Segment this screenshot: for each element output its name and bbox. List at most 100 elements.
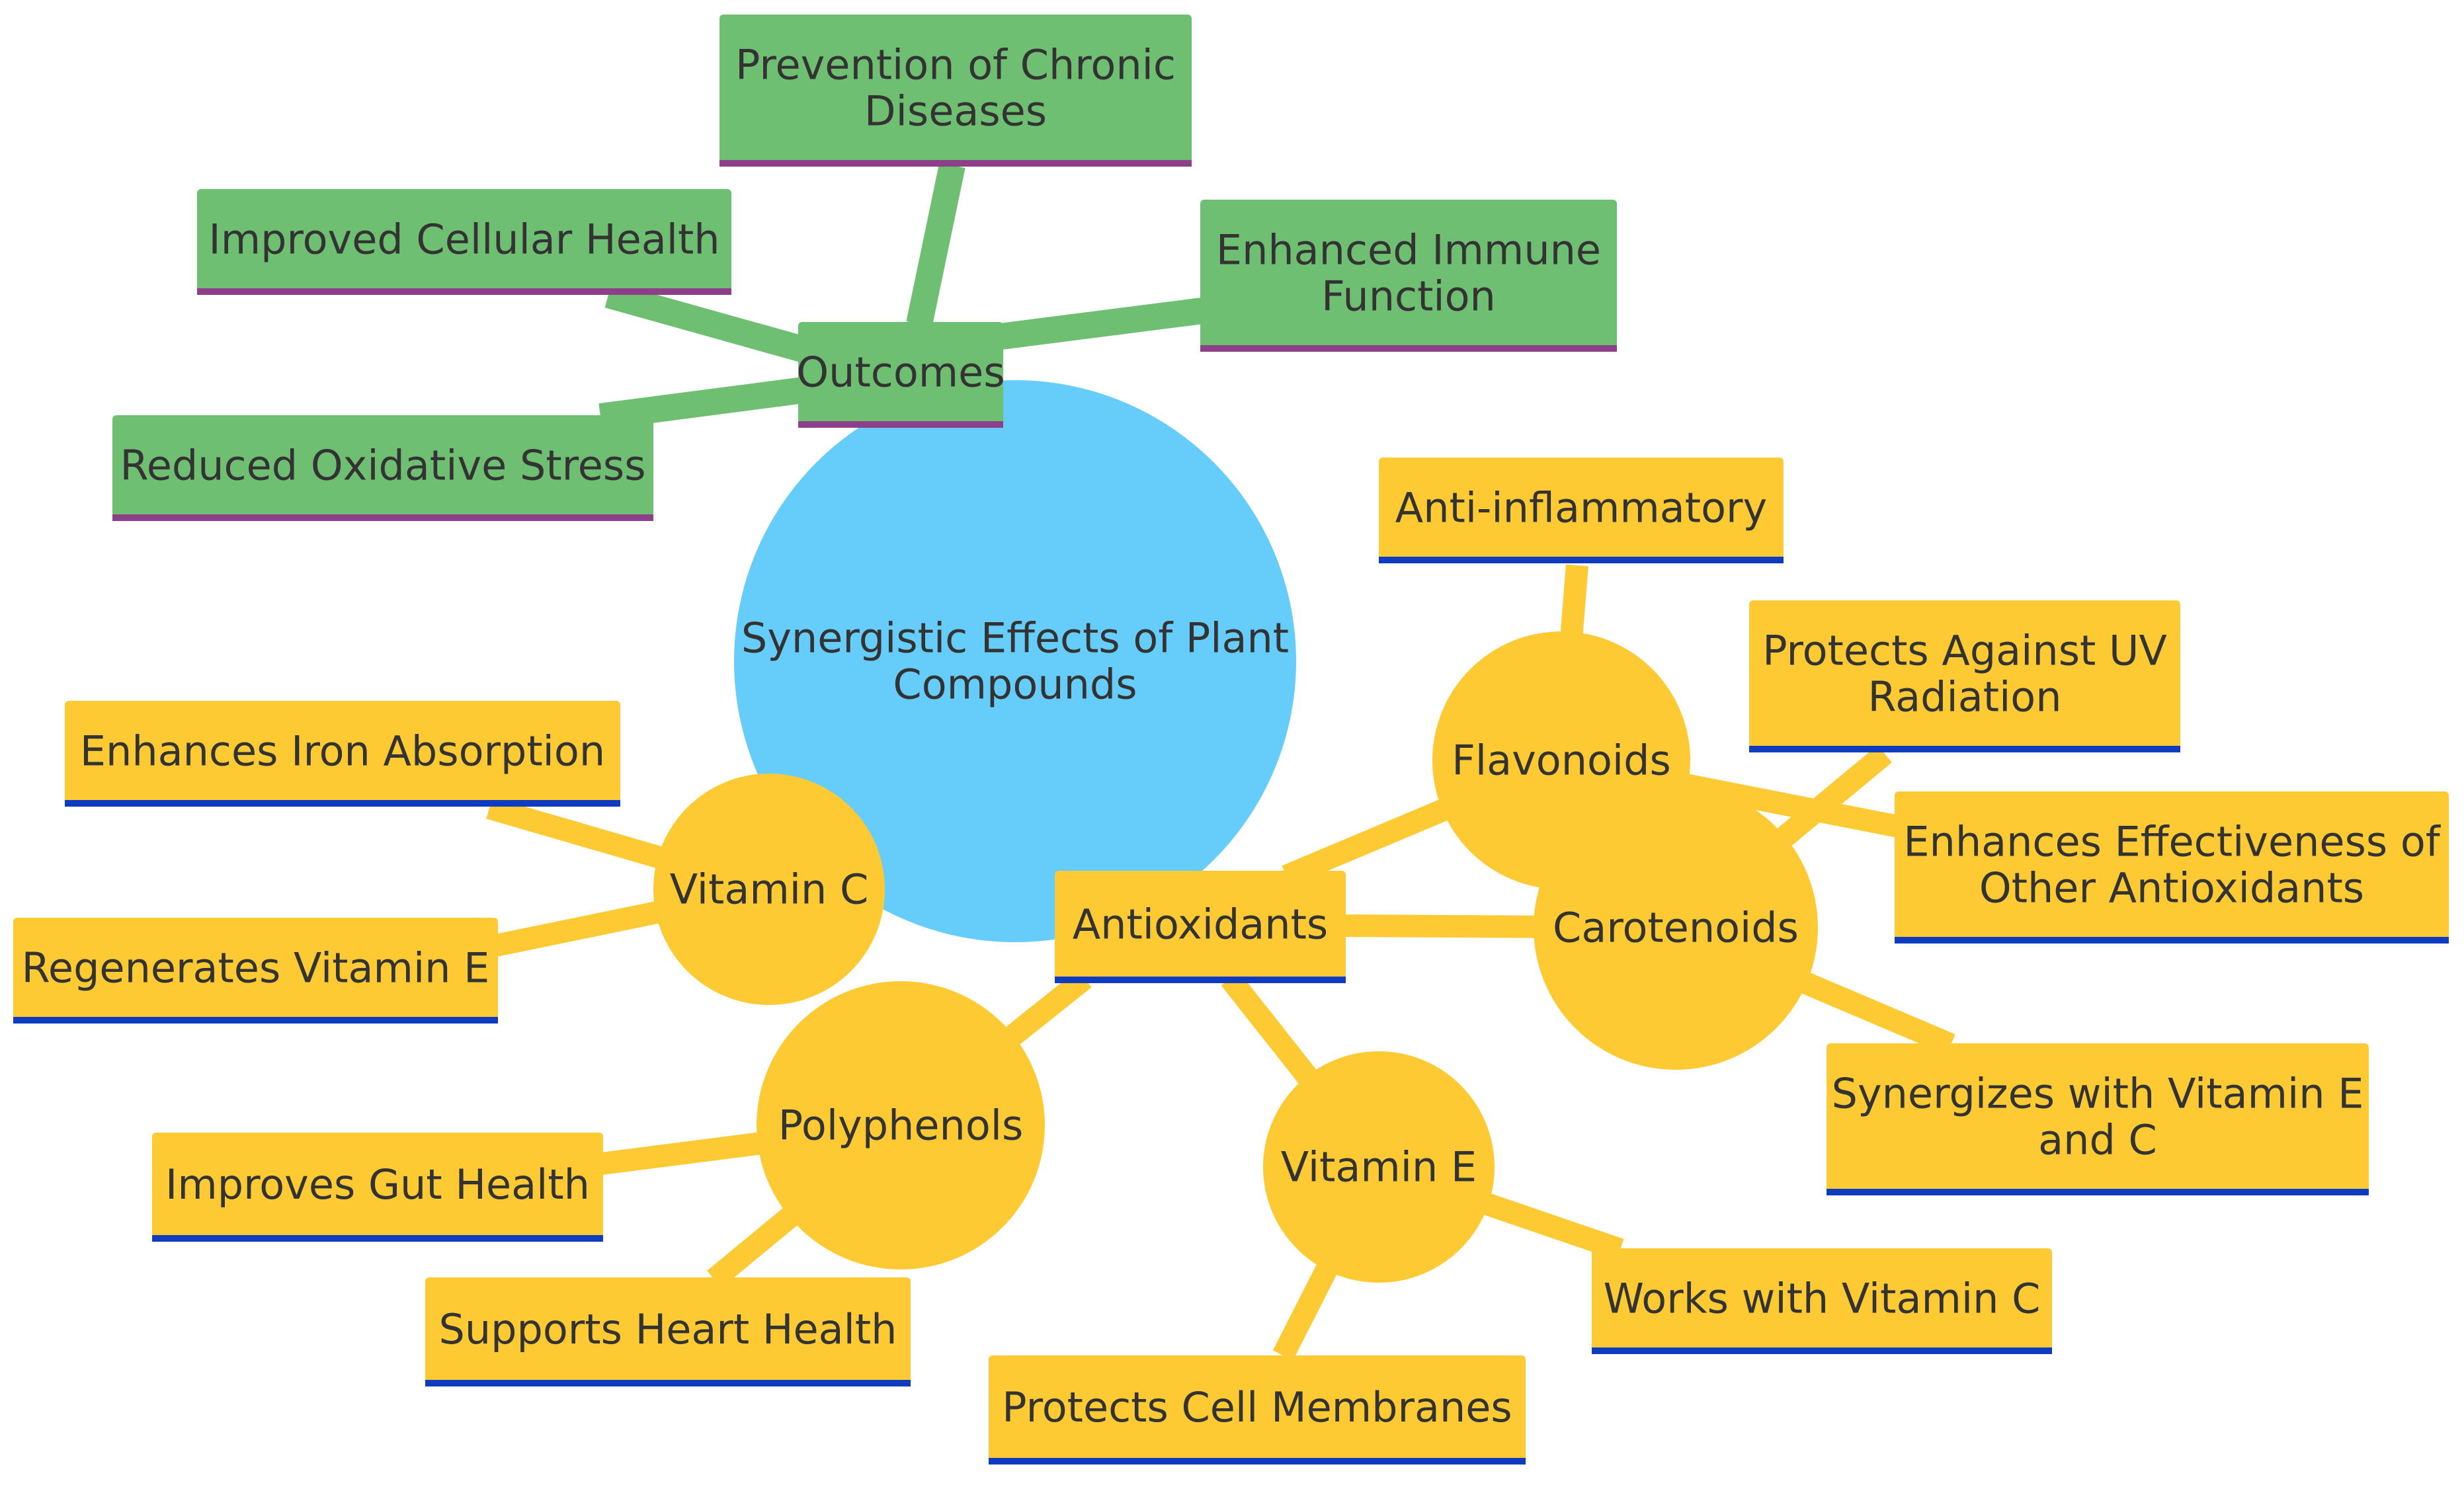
leaf-protects-cell-membranes[interactable]: Protects Cell Membranes [989,1355,1526,1465]
leaf-synergizes-with-vitamin-e-and-c-shape [1827,1043,2369,1195]
antioxidants-node[interactable]: Antioxidants [1055,871,1346,983]
subtopic-carotenoids-shape [1534,785,1818,1070]
subtopic-vitamin-e-shape [1263,1051,1495,1283]
leaf-supports-heart-health-underline [425,1380,911,1386]
leaf-works-with-vitamin-c-underline [1592,1347,2052,1354]
outcome-edge [993,298,1204,350]
leaf-regenerates-vitamin-e-shape [13,918,498,1023]
leaf-synergizes-with-vitamin-e-and-c-label-line: Synergizes with Vitamin E [1832,1070,2364,1118]
subtopic-flavonoids-label: Flavonoids [1452,737,1671,785]
root-node-label-line: Synergistic Effects of Plant [741,614,1289,662]
leaf-synergizes-with-vitamin-e-and-c-underline [1827,1189,2369,1195]
leaf-enhances-iron-absorption-shape [65,701,620,807]
outcome-reduced-oxidative-stress-label: Reduced Oxidative Stress [120,442,645,490]
subtopic-vitamin-e-label: Vitamin E [1281,1143,1477,1191]
leaf-protects-against-uv-radiation-label-line: Radiation [1868,673,2061,721]
subtopic-vitamin-c[interactable]: Vitamin C [653,774,885,1005]
leaf-enhances-effectiveness-of-other-antioxidants-shape [1895,791,2449,943]
subtopic-vitamin-e[interactable]: Vitamin E [1263,1051,1495,1283]
outcome-improved-cellular-health-shape [197,189,731,295]
subtopic-vitamin-c-shape [653,774,885,1005]
subtopic-polyphenols[interactable]: Polyphenols [757,981,1045,1269]
outcome-prevention-of-chronic-diseases-shape [719,15,1192,167]
leaf-regenerates-vitamin-e-label: Regenerates Vitamin E [22,944,490,992]
leaf-enhances-effectiveness-of-other-antioxidants-label-line: Enhances Effectiveness of [1903,818,2441,866]
outcome-edge [598,377,805,430]
leaf-protects-cell-membranes-shape [989,1355,1526,1465]
subtopic-vitamin-c-label-line: Vitamin C [670,865,869,914]
leaf-regenerates-vitamin-e-label-line: Regenerates Vitamin E [22,944,490,992]
leaf-protects-against-uv-radiation-label-line: Protects Against UV [1762,627,2167,675]
subtopic-carotenoids[interactable]: Carotenoids [1534,785,1818,1070]
leaf-supports-heart-health-shape [425,1277,911,1386]
outcomes-node-underline [798,421,1003,428]
outcomes-node-label: Outcomes [796,348,1005,397]
leaf-synergizes-with-vitamin-e-and-c-label-line: and C [2038,1116,2157,1164]
leaf-enhances-effectiveness-of-other-antioxidants-underline [1895,937,2449,943]
subtopic-carotenoids-label: Carotenoids [1553,904,1799,952]
outcome-reduced-oxidative-stress[interactable]: Reduced Oxidative Stress [112,415,653,521]
outcomes-node-shape [798,322,1003,428]
leaf-enhances-effectiveness-of-other-antioxidants-label-line: Other Antioxidants [1979,864,2364,912]
outcomes-node-label-line: Outcomes [796,348,1005,397]
leaf-protects-against-uv-radiation-underline [1749,746,2180,752]
outcome-improved-cellular-health[interactable]: Improved Cellular Health [197,189,731,295]
outcome-enhanced-immune-function-label-line: Enhanced Immune [1216,226,1601,274]
subtopic-carotenoids-label-line: Carotenoids [1553,904,1799,952]
leaf-anti-inflammatory-label-line: Anti-inflammatory [1395,484,1767,532]
subtopic-polyphenols-label: Polyphenols [778,1102,1024,1150]
leaf-protects-cell-membranes-underline [989,1458,1526,1465]
leaf-anti-inflammatory[interactable]: Anti-inflammatory [1379,458,1784,563]
antioxidants-node-underline [1055,977,1346,983]
subtopic-vitamin-c-label: Vitamin C [670,865,869,914]
leaf-improves-gut-health-label-line: Improves Gut Health [165,1160,590,1209]
leaf-enhances-iron-absorption-label-line: Enhances Iron Absorption [80,727,605,776]
leaf-regenerates-vitamin-e[interactable]: Regenerates Vitamin E [13,918,498,1023]
outcome-prevention-of-chronic-diseases-label-line: Prevention of Chronic [735,41,1176,89]
root-node-shape [734,380,1296,942]
leaf-enhances-iron-absorption-underline [65,800,620,807]
antioxidants-node-label: Antioxidants [1073,901,1328,949]
leaf-supports-heart-health-label: Supports Heart Health [439,1305,897,1353]
outcome-edge [604,282,811,364]
leaf-protects-cell-membranes-label-line: Protects Cell Membranes [1002,1383,1512,1431]
outcome-improved-cellular-health-label-line: Improved Cellular Health [208,216,719,264]
outcome-prevention-of-chronic-diseases-label-line: Diseases [864,87,1047,136]
antioxidants-node-shape [1055,871,1346,983]
outcome-enhanced-immune-function-shape [1200,200,1617,352]
subtopic-polyphenols-shape [757,981,1045,1269]
leaf-supports-heart-health[interactable]: Supports Heart Health [425,1277,911,1386]
outcome-improved-cellular-health-label: Improved Cellular Health [208,216,719,264]
leaf-enhances-iron-absorption[interactable]: Enhances Iron Absorption [65,701,620,807]
leaf-works-with-vitamin-c-shape [1592,1248,2052,1354]
outcome-reduced-oxidative-stress-label-line: Reduced Oxidative Stress [120,442,645,490]
leaf-supports-heart-health-label-line: Supports Heart Health [439,1305,897,1353]
leaf-improves-gut-health[interactable]: Improves Gut Health [152,1133,603,1242]
leaf-protects-cell-membranes-label: Protects Cell Membranes [1002,1383,1512,1431]
outcome-reduced-oxidative-stress-shape [112,415,653,521]
root-node-label-line: Compounds [893,661,1137,709]
subtopic-polyphenols-label-line: Polyphenols [778,1102,1024,1150]
leaf-anti-inflammatory-underline [1379,557,1784,563]
leaf-works-with-vitamin-c-label-line: Works with Vitamin C [1604,1275,2041,1323]
leaf-improves-gut-health-label: Improves Gut Health [165,1160,590,1209]
outcome-enhanced-immune-function-underline [1200,345,1617,352]
leaf-works-with-vitamin-c[interactable]: Works with Vitamin C [1592,1248,2052,1354]
leaf-anti-inflammatory-label: Anti-inflammatory [1395,484,1767,532]
leaf-improves-gut-health-underline [152,1235,603,1242]
outcomes-node[interactable]: Outcomes [796,322,1005,428]
